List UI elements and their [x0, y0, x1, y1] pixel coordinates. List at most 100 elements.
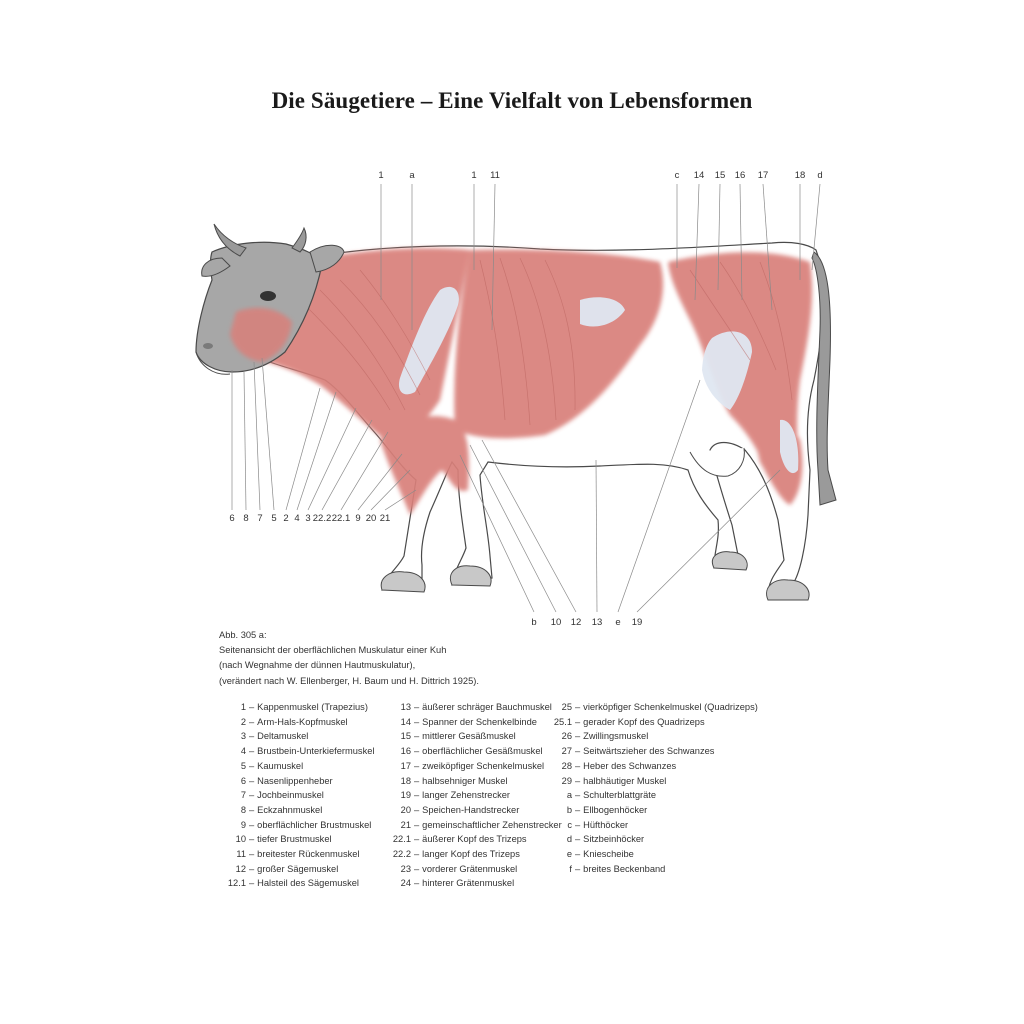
legend-code: 11 — [236, 849, 246, 860]
legend-label: langer Kopf des Trizeps — [422, 849, 520, 860]
leader-line — [459, 454, 535, 613]
legend-label: Zwillingsmuskel — [583, 731, 649, 742]
leader-line — [469, 444, 557, 613]
legend-label: vorderer Grätenmuskel — [422, 863, 518, 874]
legend-entry: 2–Arm-Hals-Kopfmuskel — [206, 715, 374, 730]
legend-code: 19 — [400, 790, 411, 801]
legend-separator: – — [575, 834, 581, 845]
legend-label: Heber des Schwanzes — [583, 760, 677, 771]
leader-lines — [231, 183, 821, 613]
cow-head — [195, 223, 345, 375]
legend-separator: – — [414, 775, 420, 786]
figure-label: 14 — [694, 170, 705, 181]
figure-label: b — [531, 617, 536, 625]
leader-line — [253, 361, 261, 511]
legend-label: Kappenmuskel (Trapezius) — [257, 702, 368, 712]
legend-code: 25 — [561, 702, 572, 712]
legend-entry: e–Kniescheibe — [543, 847, 758, 862]
legend-code: 22.1 — [392, 834, 411, 845]
legend-label: Brustbein-Unterkiefermuskel — [257, 746, 375, 757]
legend-label: halbsehniger Muskel — [422, 775, 508, 786]
legend-entry: 22.1–äußerer Kopf des Trizeps — [372, 832, 562, 847]
leader-line — [739, 183, 743, 301]
head-muscle-patch — [230, 307, 292, 362]
legend-separator: – — [575, 790, 581, 801]
scapula-fascia — [398, 286, 459, 395]
legend-code: 22.2 — [392, 849, 411, 860]
muzzle — [195, 351, 231, 375]
legend-code: 26 — [561, 731, 572, 742]
legend-separator: – — [414, 731, 420, 742]
legend-entry: 1–Kappenmuskel (Trapezius) — [206, 700, 374, 715]
legend-entry: f–breites Beckenband — [543, 862, 758, 877]
legend-entry: 13–äußerer schräger Bauchmuskel — [372, 700, 562, 715]
legend-label: gerader Kopf des Quadrizeps — [583, 716, 705, 727]
legend-separator: – — [575, 804, 581, 815]
legend-entry: 16–oberflächlicher Gesäßmuskel — [372, 744, 562, 759]
udder — [689, 447, 745, 477]
legend-code: 28 — [561, 760, 572, 771]
fore-leg-muscles — [380, 416, 469, 515]
legend-code: 17 — [400, 760, 411, 771]
legend-label: tiefer Brustmuskel — [257, 834, 332, 845]
legend-label: zweiköpfiger Schenkelmuskel — [422, 760, 545, 771]
legend-code: e — [566, 849, 572, 860]
legend-label: oberflächlicher Gesäßmuskel — [422, 746, 543, 757]
legend-label: äußerer schräger Bauchmuskel — [422, 702, 552, 712]
figure-label: 1 — [471, 170, 476, 181]
leader-line — [694, 183, 700, 301]
figure-label: 6 — [229, 513, 234, 524]
figure-label: 21 — [380, 513, 391, 524]
legend-column-3: 25–vierköpfiger Schenkelmuskel (Quadrize… — [543, 700, 758, 876]
figure-label: 18 — [795, 170, 806, 181]
legend-entry: 7–Jochbeinmuskel — [206, 788, 374, 803]
legend-label: Sitzbeinhöcker — [583, 834, 645, 845]
legend-entry: 21–gemeinschaftlicher Zehenstrecker — [372, 818, 562, 833]
figure-label: 2 — [283, 513, 288, 524]
trunk-muscles — [454, 249, 664, 439]
figure-label: 4 — [294, 513, 299, 524]
legend-separator: – — [575, 775, 581, 786]
tail — [811, 251, 837, 506]
lumbar-fascia — [580, 297, 625, 327]
legend-separator: – — [249, 834, 255, 845]
legend-label: Ellbogenhöcker — [583, 804, 648, 815]
figure-label: 5 — [271, 513, 276, 524]
legend-code: 20 — [400, 804, 411, 815]
legend-label: Seitwärtszieher des Schwanzes — [583, 746, 715, 757]
legend-separator: – — [575, 760, 581, 771]
legend-column-1: 1–Kappenmuskel (Trapezius)2–Arm-Hals-Kop… — [206, 700, 375, 891]
leader-line — [243, 371, 247, 511]
leader-line — [307, 407, 357, 511]
leader-line — [617, 379, 701, 613]
figure-label: 7 — [257, 513, 262, 524]
right-horn — [291, 226, 307, 253]
figure-label: 9 — [355, 513, 360, 524]
legend-label: Kniescheibe — [583, 849, 634, 860]
figure-label: 13 — [592, 617, 603, 625]
figure-caption: Abb. 305 a: Seitenansicht der oberflächl… — [219, 628, 479, 689]
legend-entry: 6–Nasenlippenheber — [206, 774, 374, 789]
legend-entry: 11–breitester Rückenmuskel — [206, 847, 374, 862]
legend-entry: 8–Eckzahnmuskel — [206, 803, 374, 818]
legend-entry: 5–Kaumuskel — [206, 759, 374, 774]
legend-entry: 22.2–langer Kopf des Trizeps — [372, 847, 562, 862]
caption-line: (nach Wegnahme der dünnen Hautmuskulatur… — [219, 660, 416, 671]
legend-separator: – — [249, 716, 255, 727]
figure-label: 1 — [378, 170, 383, 181]
legend-code: 3 — [240, 731, 246, 742]
legend-code: c — [567, 819, 572, 830]
tendon-regions — [398, 286, 799, 474]
legend-separator: – — [414, 819, 420, 830]
legend-label: langer Zehenstrecker — [422, 790, 511, 801]
legend-separator: – — [575, 746, 581, 757]
leader-line — [811, 183, 821, 271]
legend-label: Halsteil des Sägemuskel — [257, 878, 359, 889]
legend-code: 8 — [240, 804, 246, 815]
legend-entry: c–Hüfthöcker — [543, 818, 758, 833]
legend-separator: – — [249, 702, 255, 712]
